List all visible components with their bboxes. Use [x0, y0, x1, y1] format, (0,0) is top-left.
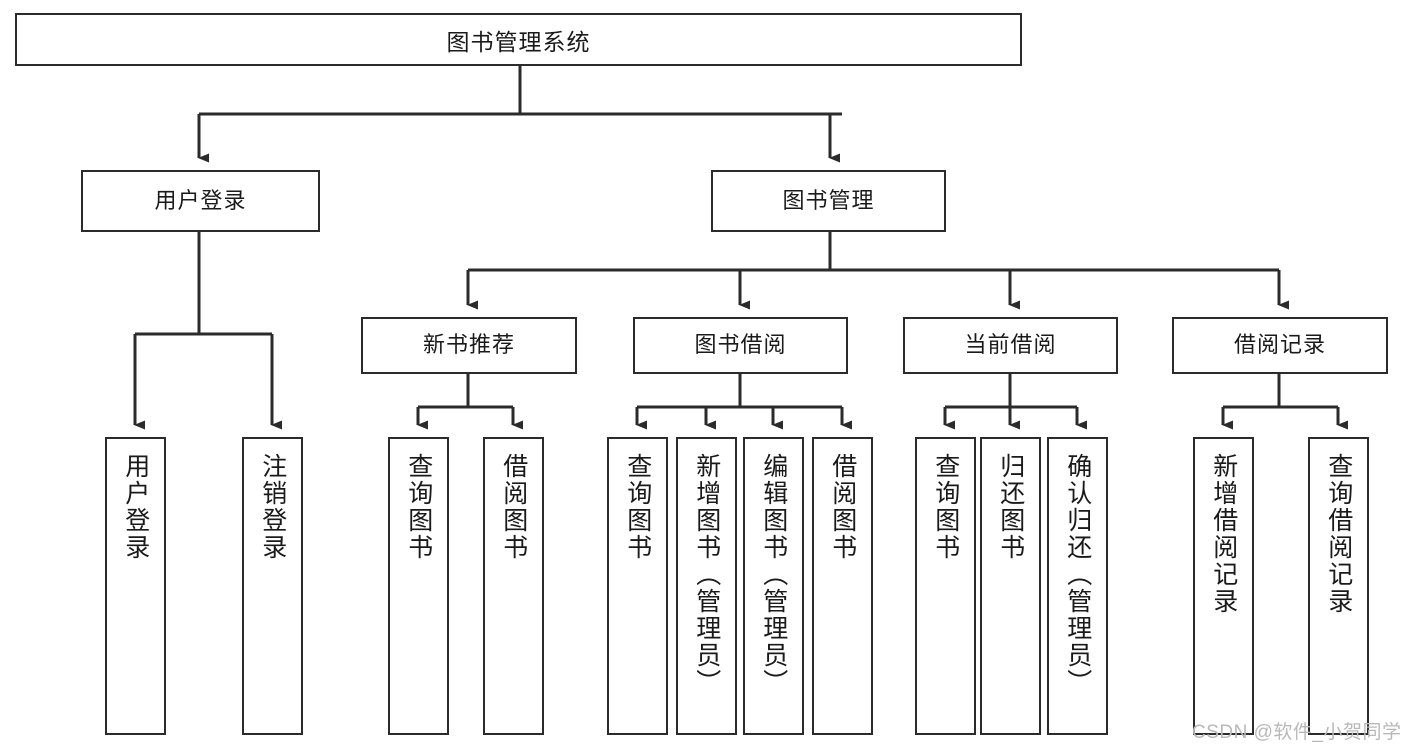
leaf-query-record-label: 查询借阅记录 [1324, 453, 1353, 615]
leaf-user-login[interactable]: 用户登录 [105, 437, 166, 735]
node-borrow-record[interactable]: 借阅记录 [1172, 317, 1388, 374]
leaf-query-book-3-label: 查询图书 [931, 453, 960, 561]
node-book-management[interactable]: 图书管理 [711, 170, 946, 232]
leaf-add-book-label: 新增图书（管理员） [692, 453, 721, 696]
leaf-borrow-book-1-label: 借阅图书 [499, 453, 528, 561]
leaf-borrow-book-1[interactable]: 借阅图书 [483, 437, 544, 735]
node-user-login-label: 用户登录 [154, 187, 247, 213]
leaf-add-book[interactable]: 新增图书（管理员） [676, 437, 737, 735]
leaf-query-book-1-label: 查询图书 [404, 453, 433, 561]
leaf-edit-book-label: 编辑图书（管理员） [759, 453, 788, 696]
node-root-label: 图书管理系统 [446, 28, 591, 55]
leaf-user-login-label: 用户登录 [121, 453, 150, 561]
node-current-borrow-label: 当前借阅 [964, 332, 1057, 358]
node-new-book-recommend[interactable]: 新书推荐 [361, 317, 577, 374]
node-book-borrow-label: 图书借阅 [694, 332, 787, 358]
node-borrow-record-label: 借阅记录 [1233, 332, 1326, 358]
leaf-return-book-label: 归还图书 [996, 453, 1025, 561]
node-current-borrow[interactable]: 当前借阅 [903, 317, 1118, 374]
leaf-logout-login[interactable]: 注销登录 [242, 437, 303, 735]
node-new-book-recommend-label: 新书推荐 [422, 332, 515, 358]
leaf-confirm-return-label: 确认归还（管理员） [1063, 453, 1092, 696]
leaf-confirm-return[interactable]: 确认归还（管理员） [1047, 437, 1108, 735]
leaf-borrow-book-2[interactable]: 借阅图书 [812, 437, 873, 735]
leaf-add-record-label: 新增借阅记录 [1209, 453, 1238, 615]
leaf-query-book-2-label: 查询图书 [623, 453, 652, 561]
leaf-logout-login-label: 注销登录 [258, 453, 287, 561]
leaf-query-book-3[interactable]: 查询图书 [915, 437, 976, 735]
node-root[interactable]: 图书管理系统 [15, 13, 1022, 66]
leaf-edit-book[interactable]: 编辑图书（管理员） [743, 437, 804, 735]
leaf-query-record[interactable]: 查询借阅记录 [1308, 437, 1369, 735]
leaf-query-book-2[interactable]: 查询图书 [607, 437, 668, 735]
leaf-query-book-1[interactable]: 查询图书 [388, 437, 449, 735]
leaf-add-record[interactable]: 新增借阅记录 [1193, 437, 1254, 735]
node-user-login[interactable]: 用户登录 [81, 170, 320, 232]
node-book-borrow[interactable]: 图书借阅 [633, 317, 848, 374]
node-book-management-label: 图书管理 [782, 187, 875, 213]
leaf-borrow-book-2-label: 借阅图书 [828, 453, 857, 561]
leaf-return-book[interactable]: 归还图书 [980, 437, 1041, 735]
